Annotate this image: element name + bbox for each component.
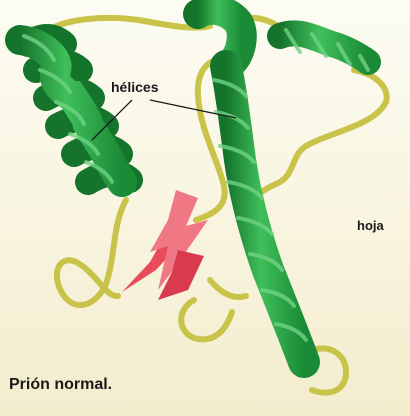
beta-sheet bbox=[122, 190, 208, 300]
figure-caption: Prión normal. bbox=[9, 377, 112, 393]
coil-bottom-link bbox=[210, 280, 246, 297]
coil-left-loop bbox=[57, 200, 126, 305]
helix-top-right bbox=[280, 33, 368, 62]
alpha-helices bbox=[20, 10, 368, 362]
coil-bottom-loop bbox=[181, 300, 232, 339]
label-helices: hélices bbox=[111, 80, 158, 94]
label-hoja: hoja bbox=[357, 219, 384, 232]
helix-right-long bbox=[226, 66, 304, 362]
